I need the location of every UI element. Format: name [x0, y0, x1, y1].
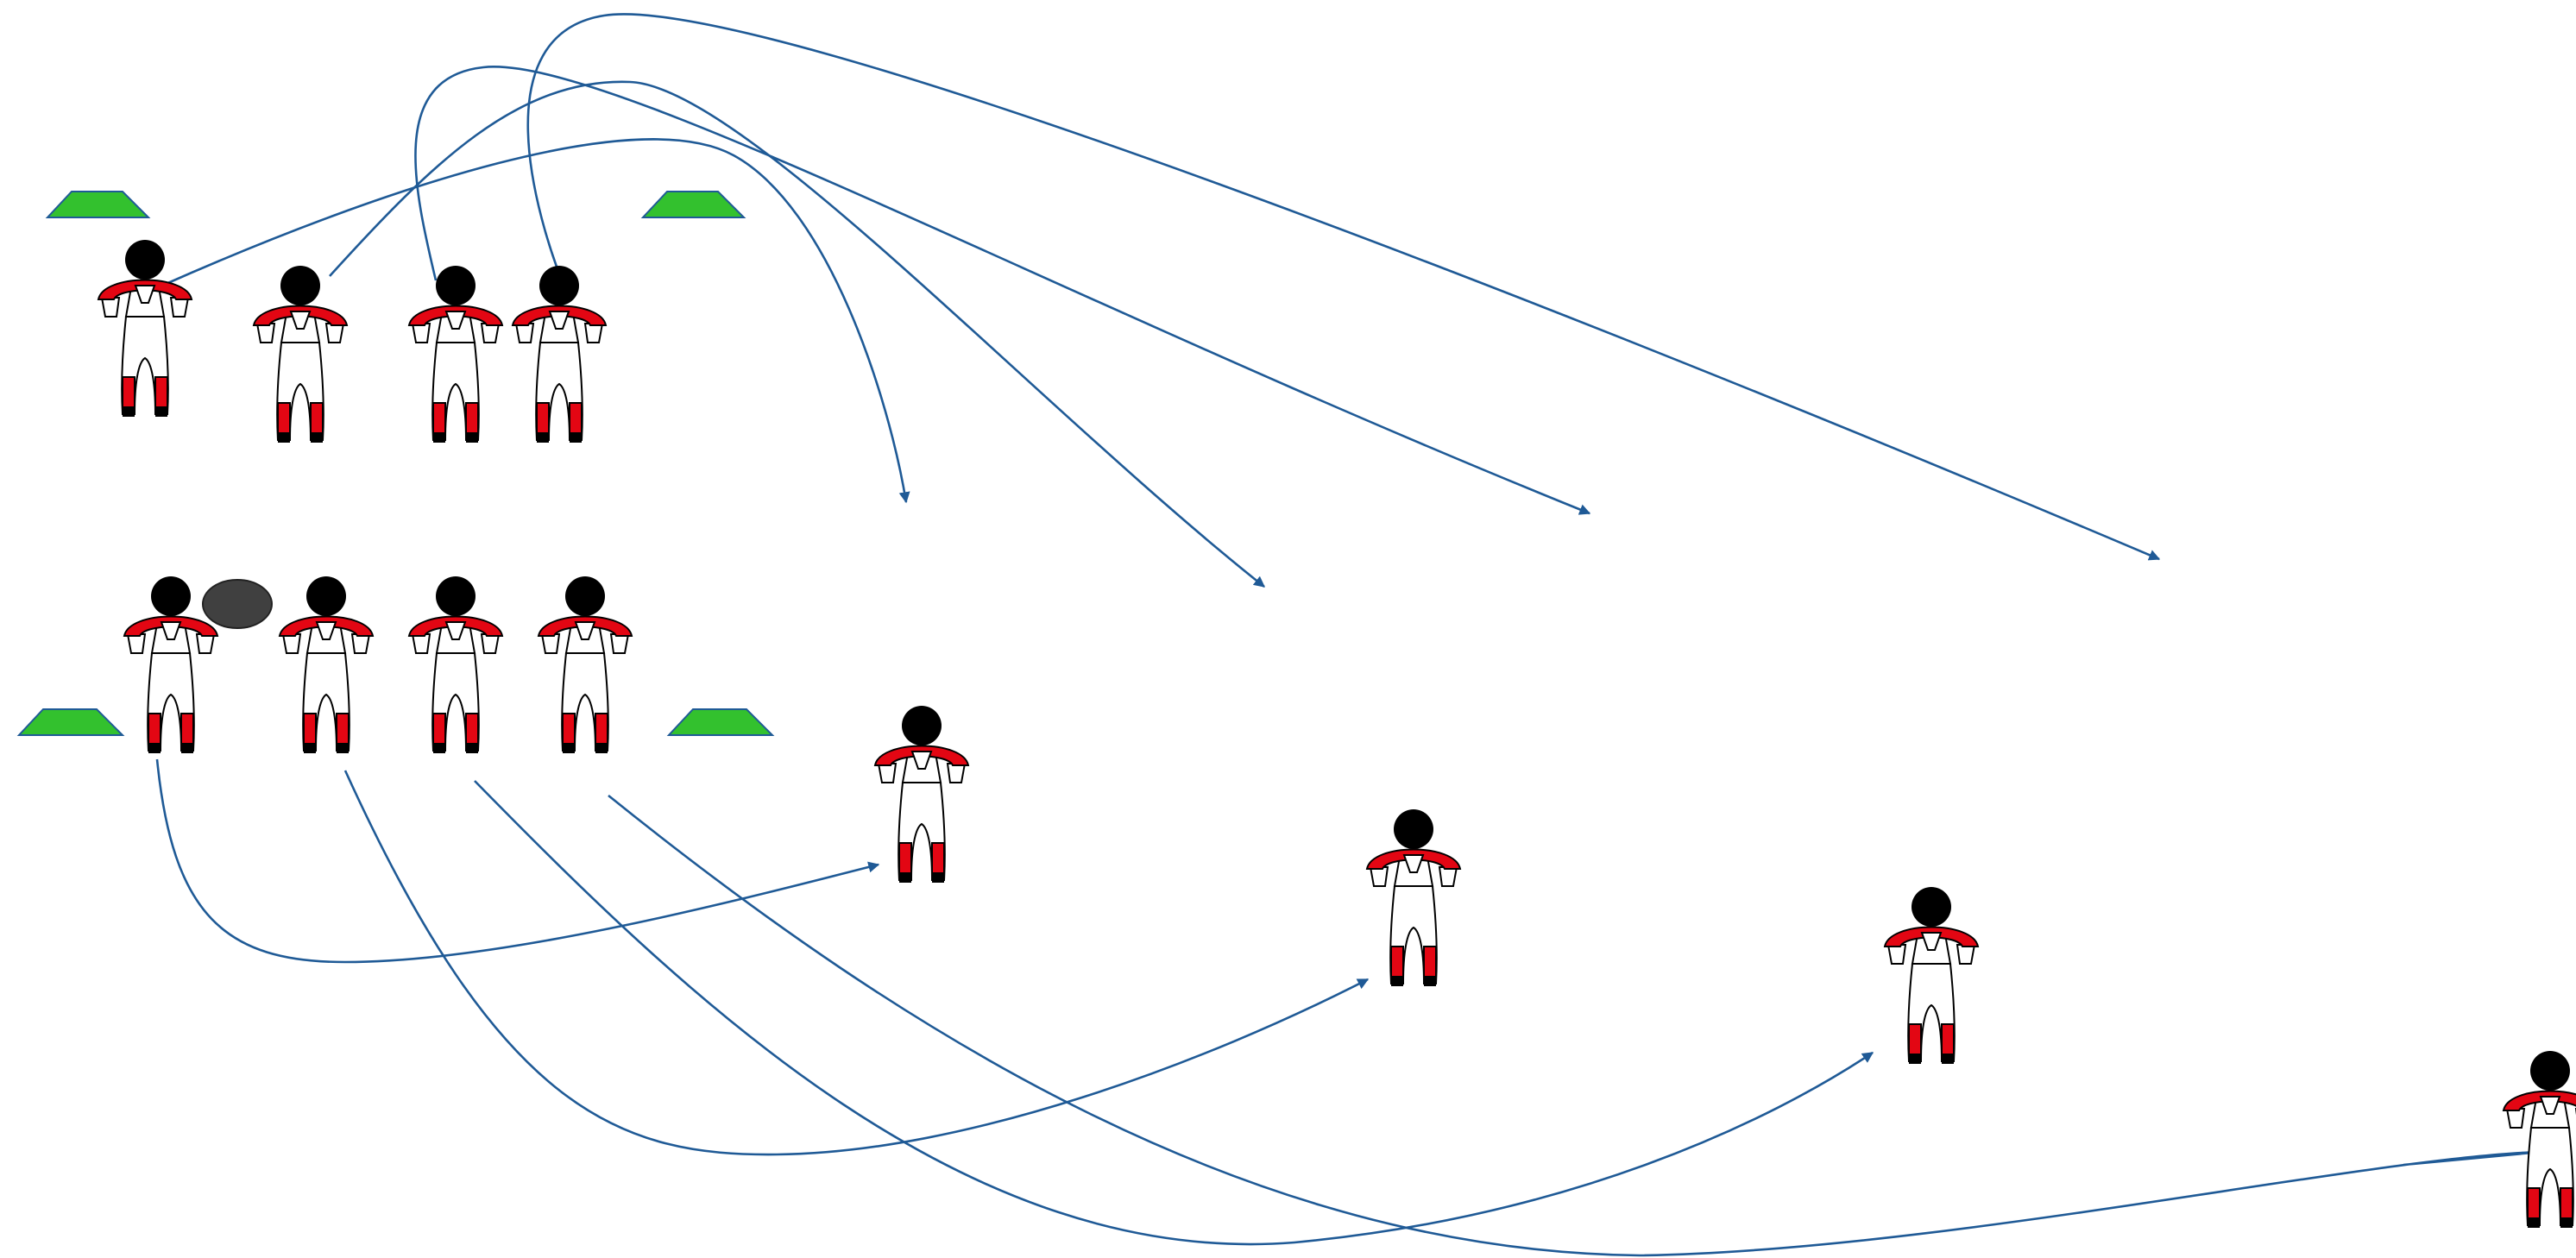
cone-top-left [45, 191, 151, 218]
run-path-5 [155, 758, 880, 964]
run-path-7 [474, 780, 1874, 1246]
player-top-row-1 [98, 239, 192, 418]
player-receiver-3 [1884, 886, 1979, 1065]
run-path-3 [414, 66, 1591, 515]
run-path-8 [608, 794, 2542, 1257]
run-path-4 [526, 13, 2161, 561]
player-receiver-1 [874, 705, 969, 884]
cone-bottom-left [16, 708, 125, 736]
player-middle-row-3 [408, 576, 503, 754]
player-middle-row-2 [279, 576, 374, 754]
run-path-1 [163, 138, 910, 504]
player-receiver-4 [2503, 1050, 2576, 1229]
run-paths [155, 13, 2542, 1257]
player-middle-row-4 [538, 576, 633, 754]
player-top-row-3 [408, 265, 503, 443]
cone-top-middle [640, 191, 746, 218]
player-receiver-2 [1366, 808, 1461, 987]
cones [16, 191, 775, 736]
players [98, 239, 2576, 1229]
player-top-row-2 [253, 265, 348, 443]
cone-bottom-middle [666, 708, 775, 736]
run-path-6 [343, 770, 1370, 1156]
player-top-row-4 [512, 265, 607, 443]
rugby-ball [202, 579, 273, 629]
run-path-2 [329, 80, 1266, 588]
